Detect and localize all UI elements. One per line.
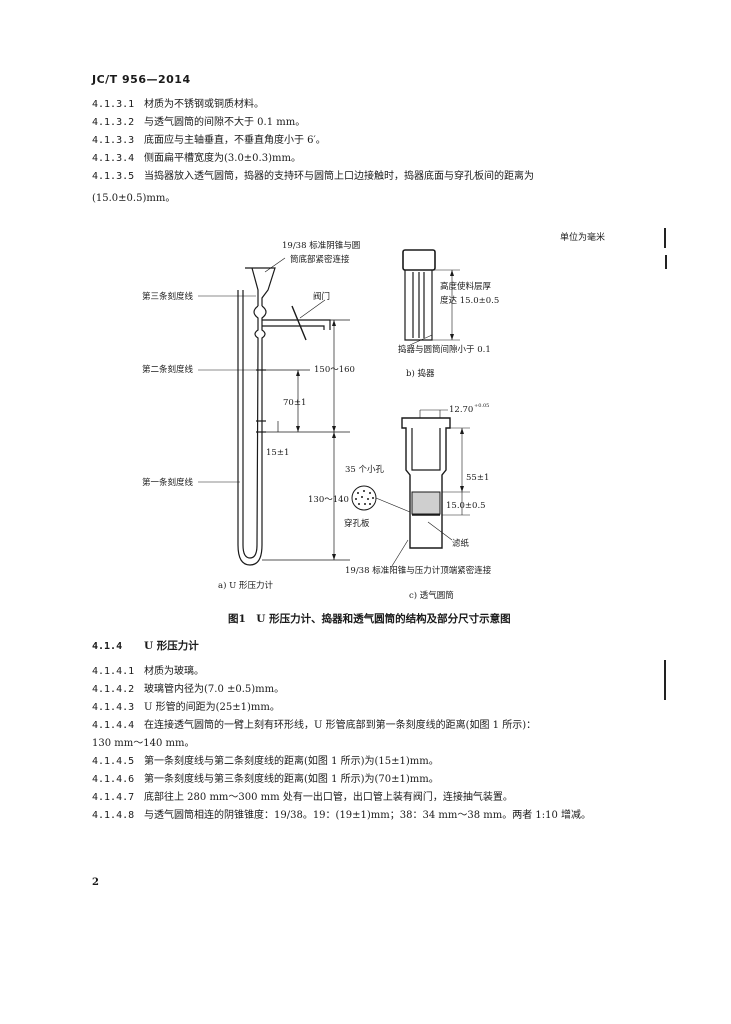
unit-note: 单位为毫米 (560, 233, 606, 243)
caption-c: c) 透气圆筒 (409, 590, 454, 601)
margin-scan-mark (664, 228, 666, 248)
clause-4-1-3-5-continuation: (15.0±0.5)mm。 (92, 193, 176, 204)
label-height-2: 度达 15.0±0.5 (440, 295, 499, 306)
label-plate: 穿孔板 (344, 518, 370, 529)
label-taper-c: 19/38 标准阳锥与压力计顶端紧密连接 (345, 565, 492, 576)
margin-scan-mark (664, 660, 666, 700)
figure-1-diagram: 19/38 标准阴锥与圆 筒底部紧密连接 阀门 第三条刻度线 第二条刻度线 第一… (142, 240, 499, 601)
label-first-line: 第一条刻度线 (142, 477, 194, 488)
label-taper-a: 19/38 标准阴锥与圆 (282, 240, 360, 251)
standard-code-header: JC/T 956—2014 (92, 73, 191, 86)
dim-diameter-tolerance: +0.05 (474, 403, 489, 409)
section-title: U 形压力计 (144, 640, 199, 652)
dim-15: 15±1 (266, 448, 289, 458)
label-filter-paper: 滤纸 (452, 538, 470, 549)
caption-b: b) 捣器 (406, 368, 435, 379)
label-third-line: 第三条刻度线 (142, 291, 194, 302)
label-taper-a-2: 筒底部紧密连接 (290, 254, 350, 265)
dim-130-140: 130～140 (308, 495, 349, 505)
dim-55: 55±1 (466, 473, 489, 483)
label-height: 高度使料层厚 (440, 281, 492, 292)
page-number: 2 (92, 877, 99, 888)
label-second-line: 第二条刻度线 (142, 364, 194, 375)
dim-diameter: 12.70 (449, 405, 473, 415)
caption-a: a) U 形压力计 (218, 580, 273, 591)
figure-caption: 图1 U 形压力计、捣器和透气圆筒的结构及部分尺寸示意图 (228, 613, 511, 625)
dim-15-0: 15.0±0.5 (446, 501, 486, 511)
section-heading: 4.1.4 U 形压力计 (92, 638, 199, 653)
clause-4-1-4-4-continuation: 130 mm～140 mm。 (92, 738, 195, 749)
margin-scan-mark (665, 255, 667, 269)
label-valve: 阀门 (313, 291, 330, 302)
section-number: 4.1.4 (92, 641, 123, 652)
label-holes: 35 个小孔 (345, 464, 385, 475)
dim-70: 70±1 (283, 398, 306, 408)
label-gap: 捣器与圆筒间隙小于 0.1 (398, 344, 491, 355)
dim-150-160: 150～160 (314, 365, 355, 375)
